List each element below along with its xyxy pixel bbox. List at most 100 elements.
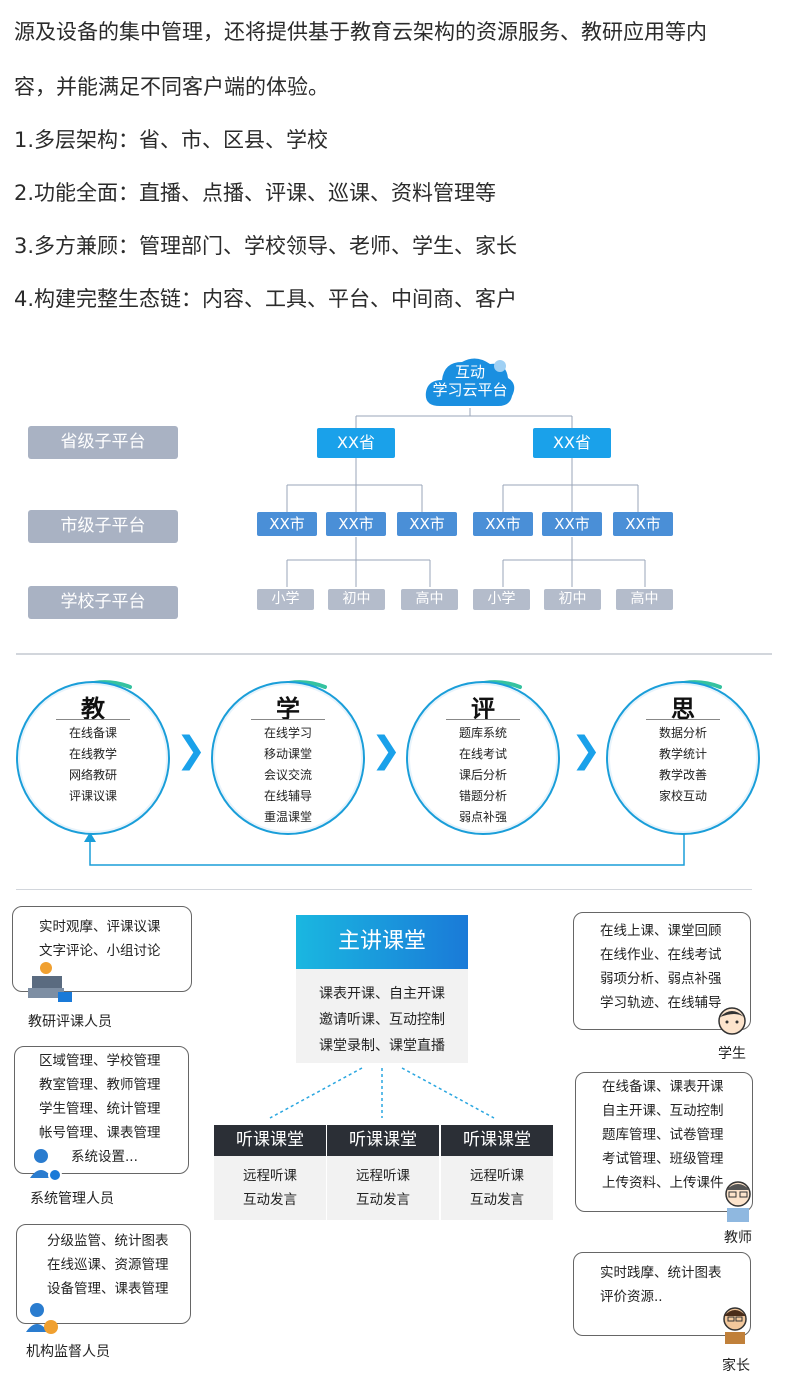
cycle-items: 数据分析 教学统计 教学改善 家校互动 xyxy=(608,723,758,807)
role-line: 在线巡课、资源管理 xyxy=(47,1257,169,1273)
chevron-right-icon: ❯ xyxy=(176,730,207,771)
role-name: 系统管理人员 xyxy=(30,1191,114,1207)
cycle-item: 在线学习 xyxy=(263,726,312,740)
cycle-item: 在线考试 xyxy=(458,747,507,761)
sub-item: 远程听课 xyxy=(243,1168,297,1184)
cloud-label-line1: 互动 xyxy=(454,363,485,381)
role-line: 自主开课、互动控制 xyxy=(602,1103,724,1119)
title-underline xyxy=(251,719,325,720)
sub-item: 互动发言 xyxy=(243,1192,297,1208)
cycle-items: 在线学习 移动课堂 会议交流 在线辅导 重温课堂 xyxy=(213,723,363,828)
cycle-item: 移动课堂 xyxy=(263,747,312,761)
sub-item: 远程听课 xyxy=(356,1168,410,1184)
title-underline xyxy=(56,719,130,720)
level-province: 省级子平台 xyxy=(28,426,178,459)
role-name: 教研评课人员 xyxy=(28,1014,112,1030)
role-line: 实时观摩、评课议课 xyxy=(39,919,161,935)
role-line: 在线上课、课堂回顾 xyxy=(600,923,722,939)
main-item: 课表开课、自主开课 xyxy=(319,986,445,1002)
role-line: 在线备课、课表开课 xyxy=(602,1079,724,1095)
school-node: 高中 xyxy=(616,589,673,610)
cycle-item: 会议交流 xyxy=(263,768,312,782)
role-line: 教室管理、教师管理 xyxy=(39,1077,161,1093)
role-line: 分级监管、统计图表 xyxy=(47,1233,169,1249)
role-name: 教师 xyxy=(724,1230,752,1246)
cycle-item: 课后分析 xyxy=(458,768,507,782)
cycle-item: 题库系统 xyxy=(458,726,507,740)
sub-item: 远程听课 xyxy=(470,1168,524,1184)
city-node: XX市 xyxy=(542,512,602,536)
title-underline xyxy=(446,719,520,720)
main-classroom-title: 主讲课堂 xyxy=(296,915,468,969)
role-line: 学生管理、统计管理 xyxy=(39,1101,161,1117)
cycle-items: 在线备课 在线教学 网络教研 评课议课 xyxy=(18,723,168,807)
cycle-item: 网络教研 xyxy=(68,768,117,782)
cycle-title: 教 xyxy=(81,694,105,723)
cycle-item: 家校互动 xyxy=(658,789,707,803)
role-line: 区域管理、学校管理 xyxy=(39,1053,161,1069)
role-line: 评价资源.. xyxy=(600,1289,663,1305)
city-node: XX市 xyxy=(397,512,457,536)
chevron-right-icon: ❯ xyxy=(571,730,602,771)
cycle-teach: 教 在线备课 在线教学 网络教研 评课议课 xyxy=(16,681,170,835)
main-item: 邀请听课、互动控制 xyxy=(319,1012,445,1028)
sub-classroom-body: 远程听课 互动发言 xyxy=(441,1156,553,1220)
admin-icon xyxy=(30,1149,62,1182)
cycle-learn: 学 在线学习 移动课堂 会议交流 在线辅导 重温课堂 xyxy=(211,681,365,835)
divider xyxy=(16,653,772,655)
role-name: 机构监督人员 xyxy=(26,1344,110,1360)
city-node: XX市 xyxy=(326,512,386,536)
school-node: 初中 xyxy=(328,589,385,610)
cloud-icon xyxy=(425,358,515,406)
main-classroom-body: 课表开课、自主开课 邀请听课、互动控制 课堂录制、课堂直播 xyxy=(296,969,468,1063)
intro-line-2: 容，并能满足不同客户端的体验。 xyxy=(14,75,329,99)
city-node: XX市 xyxy=(613,512,673,536)
sub-classroom-title: 听课课堂 xyxy=(214,1125,326,1156)
student-icon xyxy=(718,1007,746,1035)
cycle-item: 在线教学 xyxy=(68,747,117,761)
cycle-evaluate: 评 题库系统 在线考试 课后分析 错题分析 弱点补强 xyxy=(406,681,560,835)
role-box-supervisor: 分级监管、统计图表 在线巡课、资源管理 设备管理、课表管理 xyxy=(16,1224,191,1324)
school-node: 小学 xyxy=(473,589,530,610)
intro-line-1: 源及设备的集中管理，还将提供基于教育云架构的资源服务、教研应用等内 xyxy=(14,20,707,44)
main-item: 课堂录制、课堂直播 xyxy=(319,1038,445,1054)
cycle-item: 教学改善 xyxy=(658,768,707,782)
divider xyxy=(16,889,752,890)
role-line: 设备管理、课表管理 xyxy=(47,1281,169,1297)
role-line: 文字评论、小组讨论 xyxy=(39,943,161,959)
role-line: 在线作业、在线考试 xyxy=(600,947,722,963)
cycle-reflect: 思 数据分析 教学统计 教学改善 家校互动 xyxy=(606,681,760,835)
role-name: 学生 xyxy=(718,1046,746,1062)
role-line: 学习轨迹、在线辅导 xyxy=(600,995,722,1011)
point-3: 3.多方兼顾：管理部门、学校领导、老师、学生、家长 xyxy=(14,234,518,258)
role-line: 题库管理、试卷管理 xyxy=(602,1127,724,1143)
researcher-icon xyxy=(28,962,72,1002)
cycle-item: 评课议课 xyxy=(68,789,117,803)
sub-classroom-body: 远程听课 互动发言 xyxy=(214,1156,326,1220)
role-line: 弱项分析、弱点补强 xyxy=(600,971,722,987)
cycle-item: 重温课堂 xyxy=(263,810,312,824)
role-line: 上传资料、上传课件 xyxy=(602,1175,724,1191)
cycle-item: 弱点补强 xyxy=(458,810,507,824)
cycle-item: 教学统计 xyxy=(658,747,707,761)
province-node: XX省 xyxy=(533,428,611,458)
cycle-item: 数据分析 xyxy=(658,726,707,740)
supervisor-icon xyxy=(26,1303,58,1334)
hierarchy-connectors xyxy=(286,358,646,587)
point-2: 2.功能全面：直播、点播、评课、巡课、资料管理等 xyxy=(14,181,497,205)
teacher-icon xyxy=(725,1181,751,1222)
cycle-title: 评 xyxy=(471,694,495,723)
chevron-right-icon: ❯ xyxy=(371,730,402,771)
role-line: 考试管理、班级管理 xyxy=(602,1151,724,1167)
sub-item: 互动发言 xyxy=(470,1192,524,1208)
sub-classroom-title: 听课课堂 xyxy=(327,1125,439,1156)
cycle-item: 错题分析 xyxy=(458,789,507,803)
cycle-item: 在线辅导 xyxy=(263,789,312,803)
sub-classroom-title: 听课课堂 xyxy=(441,1125,553,1156)
point-1: 1.多层架构：省、市、区县、学校 xyxy=(14,128,329,152)
level-city: 市级子平台 xyxy=(28,510,178,543)
cycle-title: 思 xyxy=(671,694,695,723)
role-box-parent: 实时践摩、统计图表 评价资源.. xyxy=(573,1252,751,1336)
parent-icon xyxy=(723,1307,747,1344)
sub-classroom-body: 远程听课 互动发言 xyxy=(327,1156,439,1220)
